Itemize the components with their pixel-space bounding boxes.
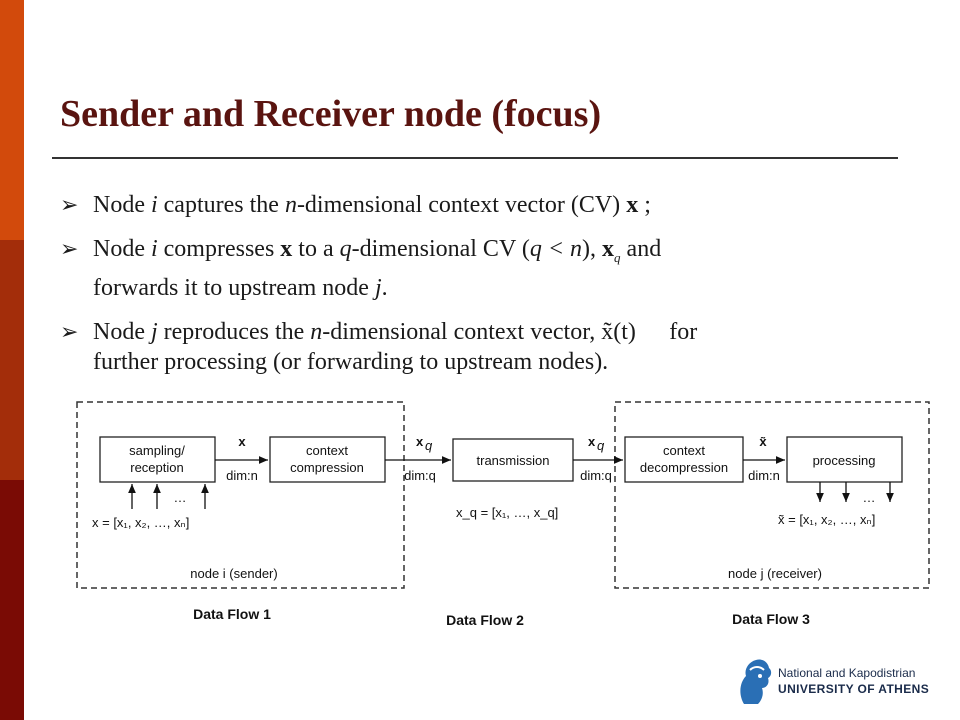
- bullet-var: j: [150, 318, 158, 345]
- label-xq-2: x: [588, 434, 596, 449]
- bullet-text: forwards it to upstream node: [93, 274, 375, 301]
- ellipsis-outputs: …: [863, 490, 876, 505]
- sampling-box: [99, 436, 216, 483]
- label-dim-n-2: dim:n: [748, 468, 780, 483]
- stripe-rust: [0, 240, 24, 480]
- xq-vector-label: x_q = [x₁, …, x_q]: [456, 505, 558, 520]
- bullet-var: n: [310, 318, 323, 345]
- stripe-maroon: [0, 480, 24, 720]
- bullet-var: x: [626, 192, 639, 218]
- label-dim-n-1: dim:n: [226, 468, 258, 483]
- slide-title: Sender and Receiver node (focus): [60, 93, 602, 135]
- title-divider: [52, 157, 898, 159]
- bullet-list: ➢ Node i captures the n-dimensional cont…: [60, 190, 900, 391]
- university-name-line2: UNIVERSITY OF ATHENS: [778, 682, 930, 696]
- label-q-sub-1: q: [425, 438, 433, 453]
- bullet-text: reproduces the: [157, 318, 311, 345]
- data-flow-diagram: sampling/ reception context compression …: [76, 401, 930, 628]
- decompression-label: decompression: [640, 460, 728, 475]
- context-label-2: context: [663, 443, 705, 458]
- bullet-text: ;: [638, 192, 651, 218]
- node-j-label: node j (receiver): [728, 566, 822, 581]
- reception-label: reception: [130, 460, 183, 475]
- bullet-text: compresses: [157, 236, 281, 262]
- bullet-text: ),: [582, 236, 603, 262]
- label-x-tilde: x̃: [759, 434, 767, 449]
- processing-box: [786, 436, 903, 483]
- bullet-text: captures the: [157, 192, 285, 218]
- bullet-text: and: [620, 236, 662, 262]
- sender-group-box: [76, 401, 405, 589]
- ellipsis-inputs: …: [174, 490, 187, 505]
- bullet-text: Node: [93, 236, 151, 262]
- sampling-label: sampling/: [129, 443, 185, 458]
- label-dim-q-1: dim:q: [404, 468, 436, 483]
- bullet-var: i: [150, 236, 158, 262]
- bullet-text: further processing (or forwarding to ups…: [93, 348, 609, 375]
- bullet-var: q: [339, 236, 352, 262]
- bullet-text: -dimensional context vector,: [322, 318, 602, 345]
- decompression-box: [624, 436, 744, 483]
- bullet-var: x: [280, 236, 293, 262]
- university-name-line1: National and Kapodistrian: [778, 666, 916, 680]
- processing-label: processing: [813, 453, 876, 468]
- label-dim-q-2: dim:q: [580, 468, 612, 483]
- data-flow-2: Data Flow 2: [446, 612, 524, 628]
- arrow-bullet-icon: ➢: [60, 192, 79, 217]
- bullet-var: q < n: [529, 236, 583, 262]
- xt-vector-label: x̃ = [x₁, x₂, …, xₙ]: [778, 512, 875, 527]
- bullet-2: ➢ Node i compresses x to a q-dimensional…: [60, 234, 900, 303]
- bullet-text: .: [381, 274, 388, 301]
- label-x: x: [238, 434, 246, 449]
- bullet-text: to a: [292, 236, 340, 262]
- compression-box: [269, 436, 386, 483]
- bullet-text: Node: [93, 192, 151, 218]
- context-label-1: context: [306, 443, 348, 458]
- bullet-subscript: q: [614, 249, 621, 265]
- bullet-var: n: [284, 192, 297, 218]
- label-q-sub-2: q: [597, 438, 605, 453]
- athena-head-icon: [740, 659, 772, 704]
- transmission-label: transmission: [477, 453, 550, 468]
- bullet-text: -dimensional CV (: [351, 236, 530, 262]
- label-xq-1: x: [416, 434, 424, 449]
- compression-label: compression: [290, 460, 364, 475]
- node-i-label: node i (sender): [190, 566, 277, 581]
- arrow-bullet-icon: ➢: [60, 318, 79, 344]
- x-vector-label: x = [x₁, x₂, …, xₙ]: [92, 515, 189, 530]
- bullet-text: for: [663, 318, 698, 345]
- arrow-bullet-icon: ➢: [60, 236, 79, 261]
- data-flow-3: Data Flow 3: [732, 611, 810, 627]
- stripe-orange: [0, 0, 24, 240]
- bullet-var: i: [150, 192, 158, 218]
- x-tilde-formula: x̃(t): [601, 318, 636, 345]
- university-logo: National and Kapodistrian UNIVERSITY OF …: [736, 654, 929, 706]
- bullet-3: ➢ Node j reproduces the n-dimensional co…: [60, 317, 900, 377]
- bullet-1: ➢ Node i captures the n-dimensional cont…: [60, 190, 900, 220]
- receiver-group-box: [614, 401, 930, 589]
- bullet-var: x: [602, 236, 615, 262]
- sidebar-stripes: [0, 0, 24, 720]
- bullet-text: -dimensional context vector (CV): [296, 192, 627, 218]
- bullet-var: j: [374, 274, 382, 301]
- data-flow-1: Data Flow 1: [193, 606, 271, 622]
- bullet-text: Node: [93, 318, 151, 345]
